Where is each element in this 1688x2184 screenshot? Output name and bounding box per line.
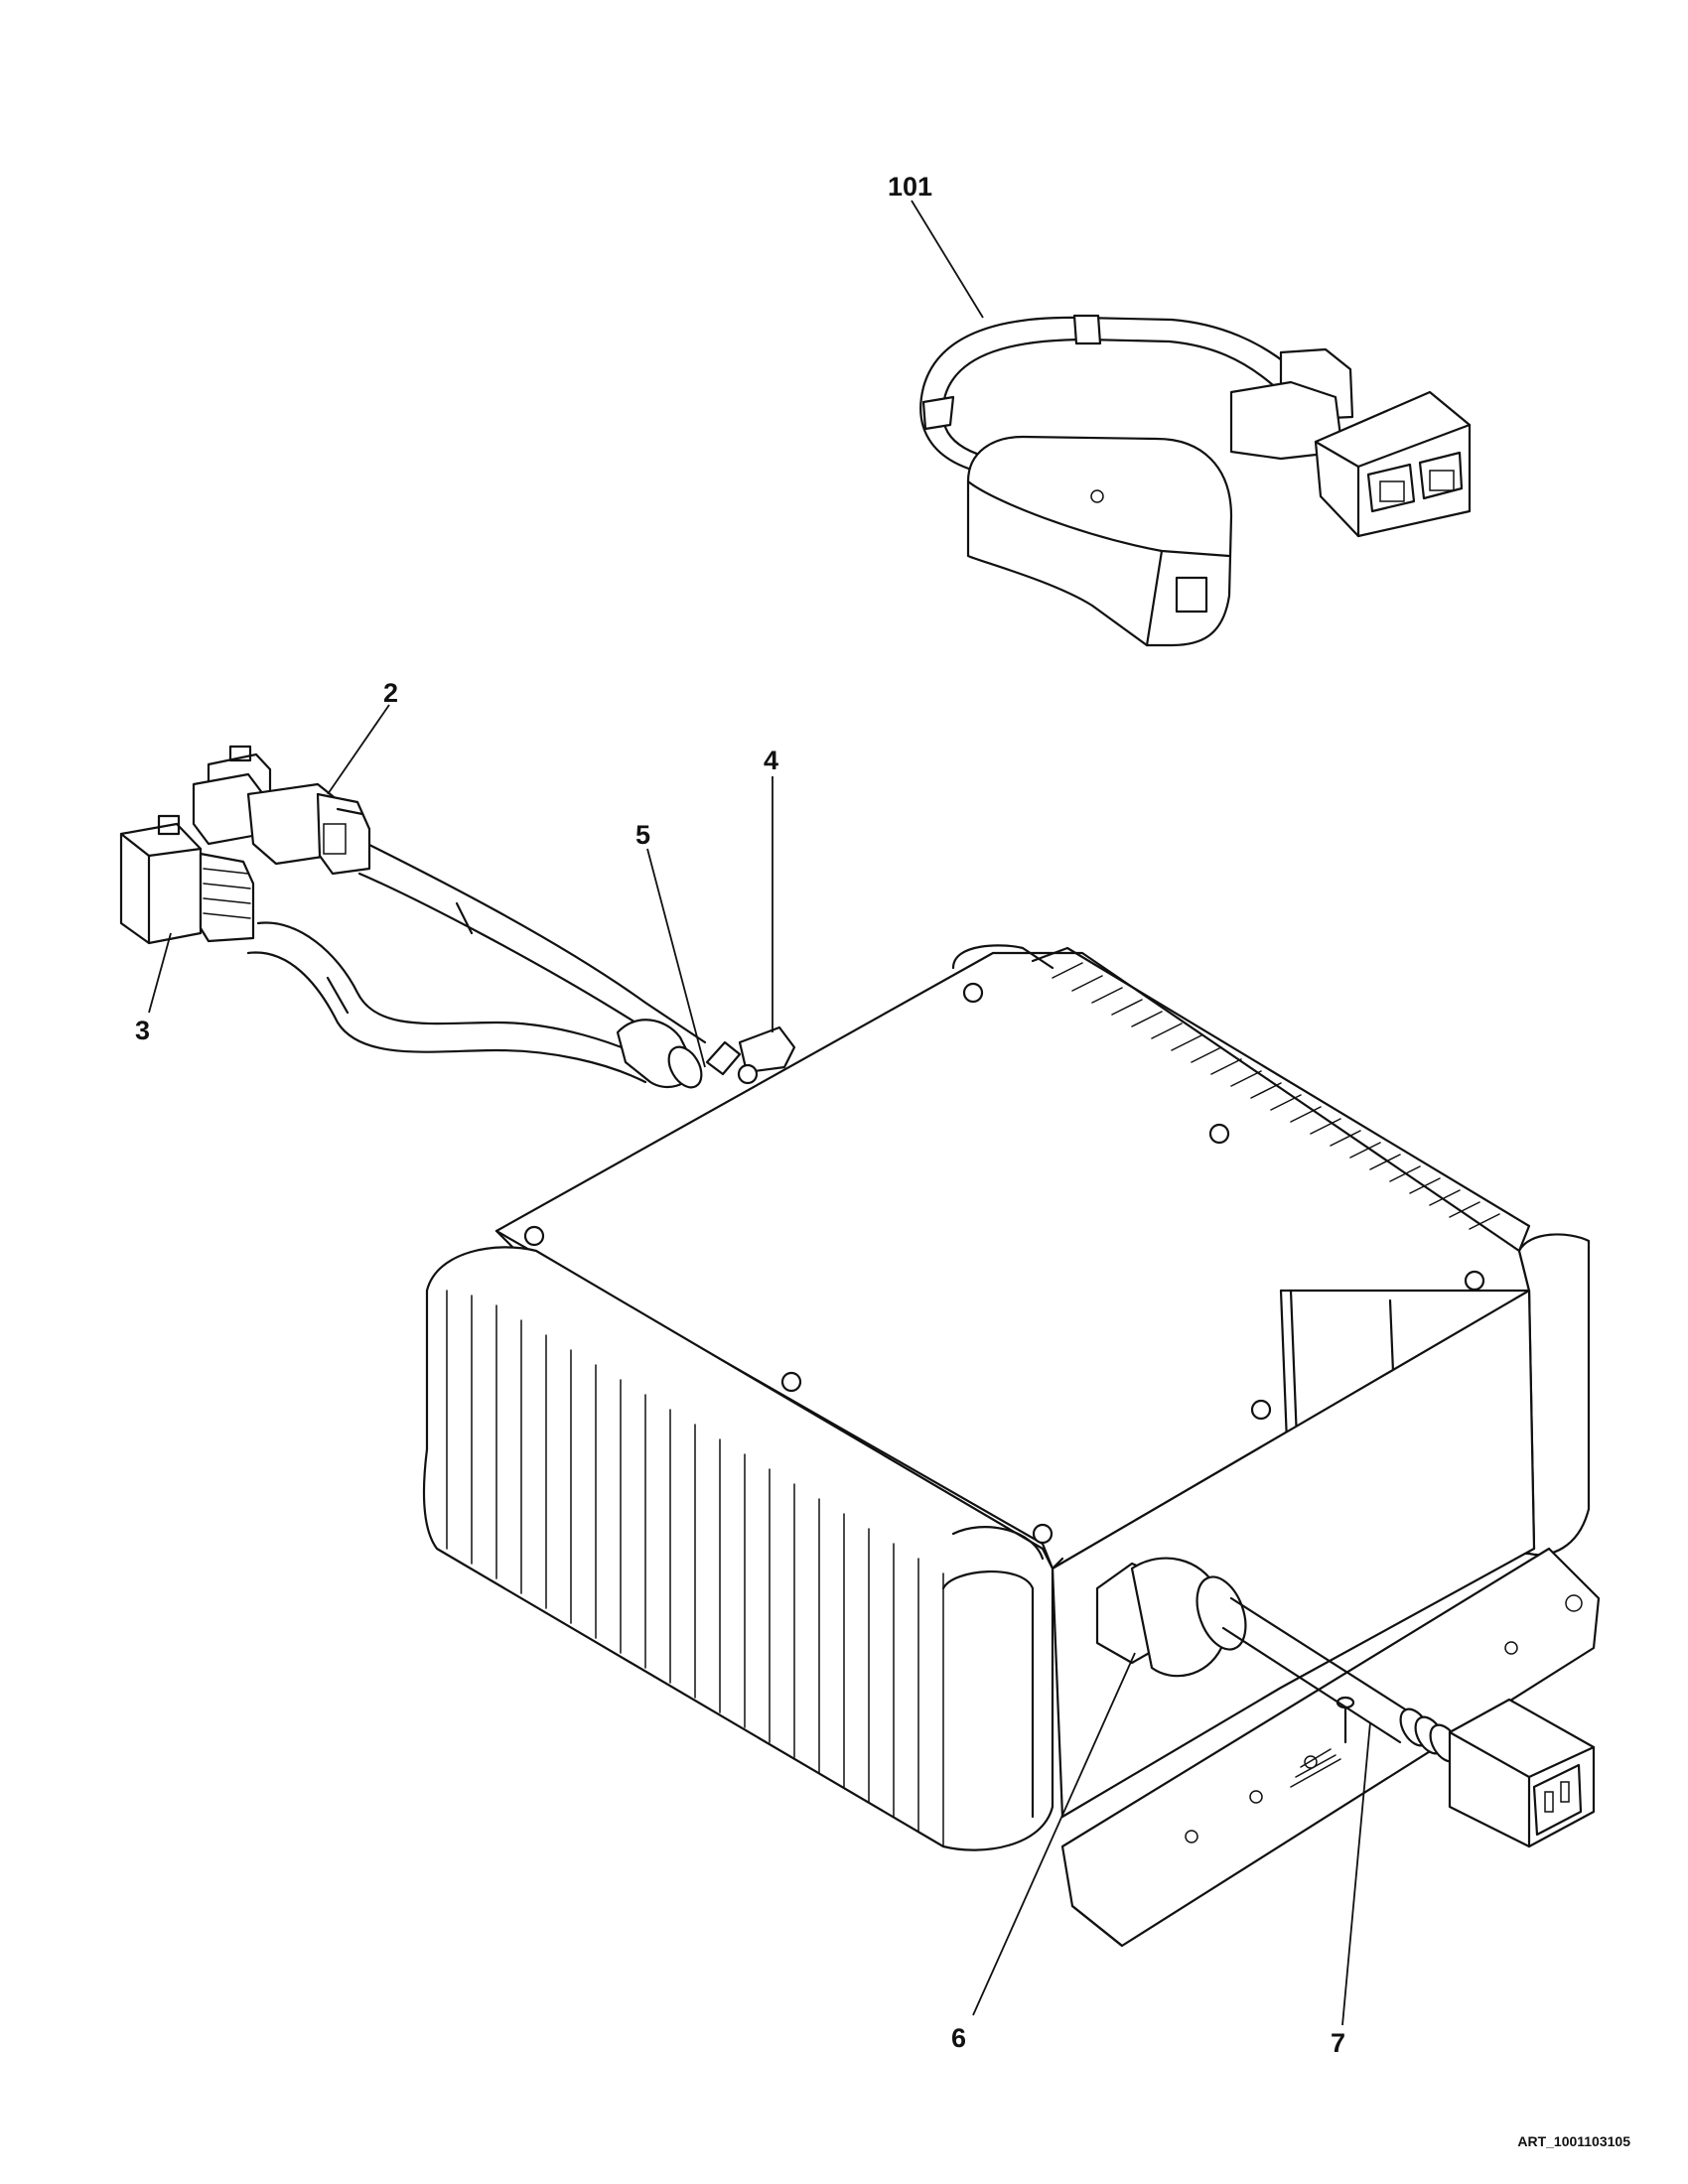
adapter-harness-part-101 (919, 314, 1472, 647)
cable-gland-part-6 (1095, 1557, 1247, 1678)
connector-2 (192, 745, 371, 876)
callout-6: 6 (951, 2023, 966, 2053)
callout-4: 4 (764, 746, 778, 775)
callout-101: 101 (888, 172, 932, 202)
connector-3 (119, 814, 255, 945)
callout-5: 5 (635, 820, 650, 850)
rear-cooling-fins (951, 944, 1531, 1253)
ac-power-cord-part-7 (1221, 1596, 1596, 1848)
battery-charger-body (422, 944, 1601, 1948)
callout-3: 3 (135, 1016, 150, 1045)
callout-labels: 101 2 3 4 5 6 7 ART_1001103105 (135, 172, 1630, 2149)
callout-2: 2 (383, 678, 398, 708)
callout-7: 7 (1331, 2028, 1345, 2058)
front-cooling-fins (422, 1246, 1055, 1851)
leader-lines (148, 200, 1371, 2026)
art-reference-id: ART_1001103105 (1517, 2133, 1630, 2149)
dc-output-cables (246, 842, 796, 1089)
